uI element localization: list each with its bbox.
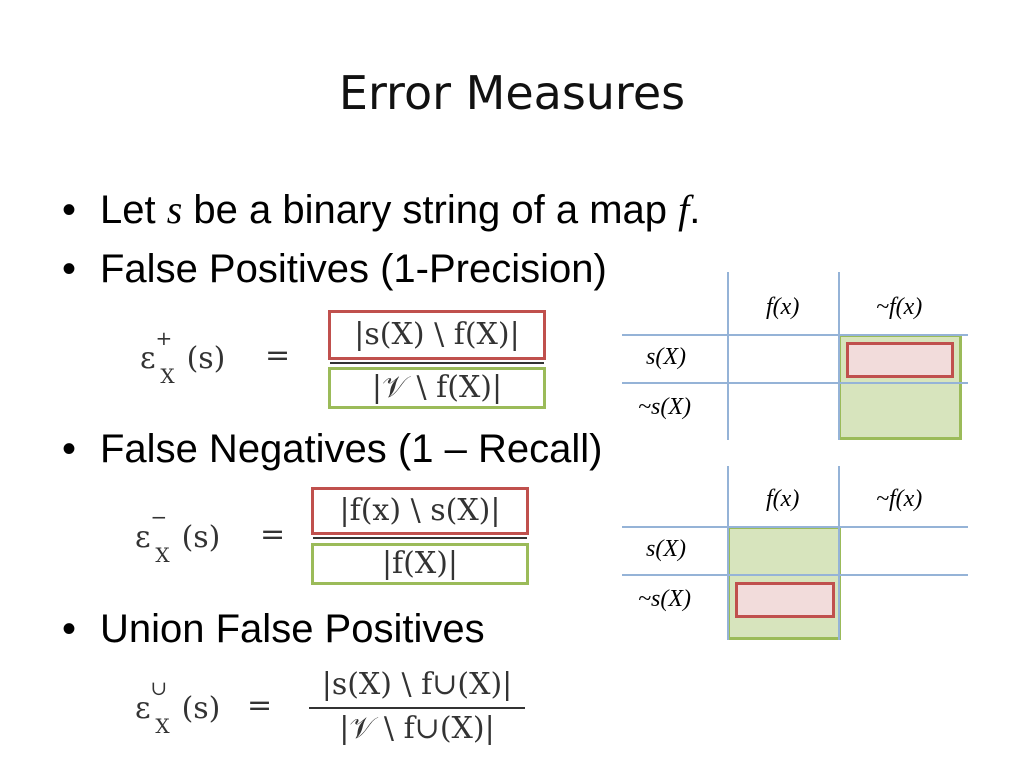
eq-numerator: |s(X) \ f∪(X)| — [321, 667, 513, 702]
contingency-table-fn: f(x) ~f(x) s(X) ~s(X) — [622, 466, 970, 642]
cell-red-highlight — [846, 342, 954, 378]
bullet-marker: • — [62, 427, 77, 471]
equation-false-negatives: ε−X(s) = |f(x) \ s(X)| |f(X)| — [135, 487, 555, 587]
var-s: s — [166, 187, 183, 232]
bullet-marker: • — [62, 188, 77, 232]
bullet-false-negatives: • False Negatives (1 – Recall) — [62, 425, 602, 473]
grid-line — [622, 334, 968, 336]
equation-false-positives: ε+X(s) = |s(X) \ f(X)| |𝒱 \ f(X)| — [140, 310, 560, 410]
eq-denominator: |𝒱 \ f∪(X)| — [339, 711, 495, 746]
slide-title: Error Measures — [338, 66, 686, 120]
col-header-not-f: ~f(x) — [876, 294, 923, 320]
bullet-false-positives: • False Positives (1-Precision) — [62, 245, 607, 293]
row-header-s: s(X) — [646, 344, 686, 370]
grid-line — [622, 382, 968, 384]
col-header-f: f(x) — [766, 486, 800, 512]
eq-lhs: ε+X(s) — [140, 326, 226, 388]
bullet-text-pre: Let — [100, 188, 167, 232]
eq-equals: = — [265, 338, 291, 373]
eq-lhs: ε∪X(s) — [135, 676, 221, 738]
row-header-not-s: ~s(X) — [638, 394, 691, 420]
eq-numerator: |s(X) \ f(X)| — [328, 310, 546, 360]
eq-fraction-bar — [309, 707, 525, 709]
bullet-marker: • — [62, 607, 77, 651]
grid-line — [727, 466, 729, 640]
eq-equals: = — [247, 688, 273, 723]
grid-line — [838, 466, 840, 640]
grid-line — [727, 272, 729, 440]
col-header-not-f: ~f(x) — [876, 486, 923, 512]
contingency-table-fp: f(x) ~f(x) s(X) ~s(X) — [622, 272, 970, 442]
eq-numerator: |f(x) \ s(X)| — [311, 487, 529, 535]
bullet-binary-string: • Let s be a binary string of a map f. — [62, 186, 700, 234]
equation-union-false-positives: ε∪X(s) = |s(X) \ f∪(X)| |𝒱 \ f∪(X)| — [135, 666, 555, 756]
eq-fraction-bar — [330, 362, 544, 364]
grid-line — [622, 574, 968, 576]
grid-line — [622, 526, 968, 528]
bullet-union-false-positives: • Union False Positives — [62, 605, 485, 653]
grid-line — [838, 272, 840, 440]
bullet-text-end: . — [689, 188, 701, 232]
bullet-text-mid: be a binary string of a map — [182, 188, 679, 232]
bullet-text: False Negatives (1 – Recall) — [100, 427, 603, 471]
row-header-s: s(X) — [646, 536, 686, 562]
eq-lhs: ε−X(s) — [135, 505, 221, 567]
bullet-text: False Positives (1-Precision) — [100, 247, 607, 291]
eq-equals: = — [260, 517, 286, 552]
cell-red-highlight — [735, 582, 835, 618]
eq-denominator: |f(X)| — [311, 543, 529, 585]
bullet-marker: • — [62, 247, 77, 291]
row-header-not-s: ~s(X) — [638, 586, 691, 612]
bullet-text: Union False Positives — [100, 607, 485, 651]
var-f: f — [678, 187, 690, 232]
col-header-f: f(x) — [766, 294, 800, 320]
eq-denominator: |𝒱 \ f(X)| — [328, 367, 546, 409]
eq-fraction-bar — [313, 537, 527, 539]
